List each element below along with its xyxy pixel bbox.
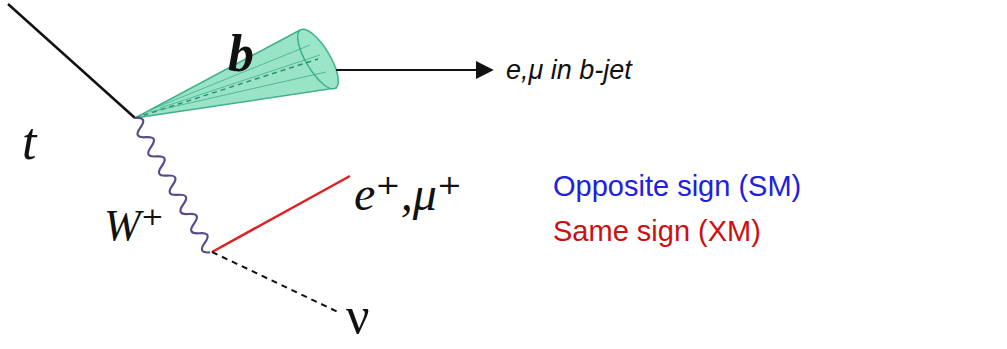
particle-label: t [22,116,36,168]
annotation-text: e,μ in b-jet [506,57,632,84]
b-jet-cone [135,24,346,118]
particle-label: ν [346,290,370,342]
particle-label: W⁺ [104,204,164,248]
opposite-sign-note: Opposite sign (SM) [553,172,801,201]
particle-label: e⁺,μ⁺ [354,170,462,218]
lepton-line [212,176,350,252]
top-quark-line [8,4,135,118]
neutrino-line [212,252,338,312]
same-sign-note: Same sign (XM) [553,217,761,246]
particle-label: b [228,28,254,80]
pointer-arrow [336,69,492,71]
